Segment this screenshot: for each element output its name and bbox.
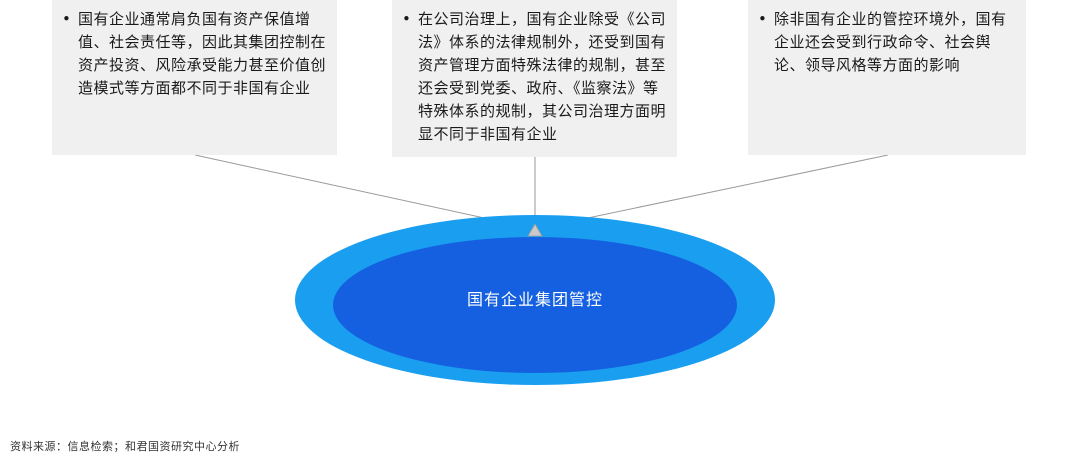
- context-box-external-influence: 除非国有企业的管控环境外，国有企业还会受到行政命令、社会舆论、领导风格等方面的影…: [748, 0, 1026, 155]
- bullet-item: 在公司治理上，国有企业除受《公司法》体系的法律规制外，还受到国有资产管理方面特殊…: [402, 8, 667, 146]
- arrow-tip-icon: [527, 223, 543, 237]
- connector-line-left: [194, 154, 531, 229]
- connector-line-right: [539, 154, 889, 229]
- bullet-item: 国有企业通常肩负国有资产保值增值、社会责任等，因此其集团控制在资产投资、风险承受…: [62, 8, 327, 100]
- center-label: 国有企业集团管控: [466, 290, 603, 309]
- source-note: 资料来源：信息检索；和君国资研究中心分析: [10, 440, 240, 453]
- context-box-asset-responsibility: 国有企业通常肩负国有资产保值增值、社会责任等，因此其集团控制在资产投资、风险承受…: [52, 0, 337, 155]
- bullet-list: 在公司治理上，国有企业除受《公司法》体系的法律规制外，还受到国有资产管理方面特殊…: [402, 8, 667, 146]
- bullet-item: 除非国有企业的管控环境外，国有企业还会受到行政命令、社会舆论、领导风格等方面的影…: [758, 8, 1016, 77]
- inner-ellipse: [333, 237, 737, 373]
- bullet-list: 除非国有企业的管控环境外，国有企业还会受到行政命令、社会舆论、领导风格等方面的影…: [758, 8, 1016, 77]
- bullet-list: 国有企业通常肩负国有资产保值增值、社会责任等，因此其集团控制在资产投资、风险承受…: [62, 8, 327, 100]
- context-box-corporate-governance: 在公司治理上，国有企业除受《公司法》体系的法律规制外，还受到国有资产管理方面特殊…: [392, 0, 677, 157]
